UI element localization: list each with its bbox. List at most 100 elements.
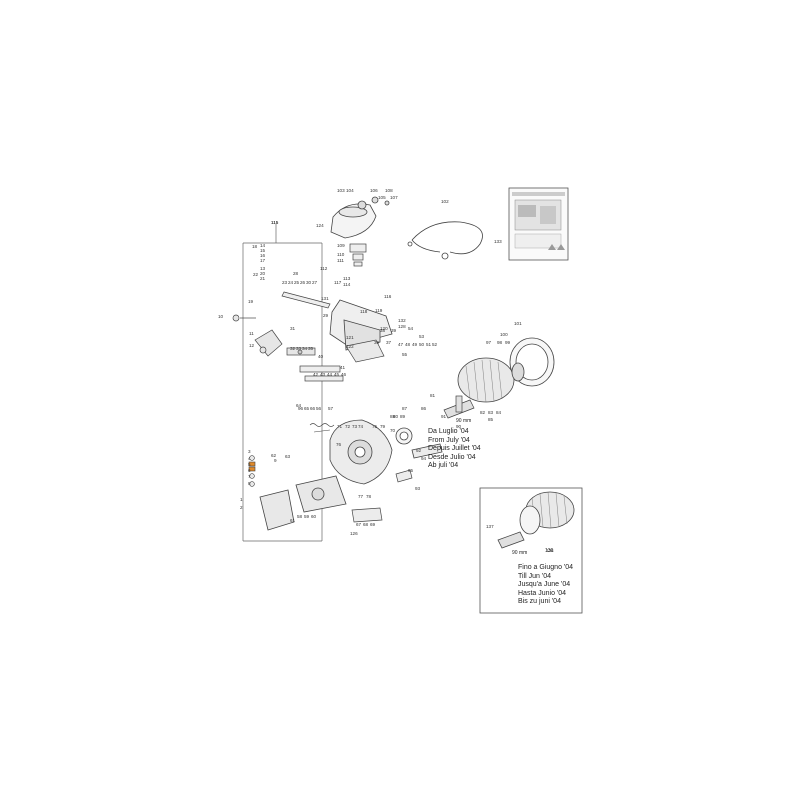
part-label: 42 — [313, 372, 319, 377]
part-label: 9 — [274, 458, 277, 463]
part-label: 83 — [488, 410, 494, 415]
part-label: 7 — [248, 474, 251, 479]
note-line: Depuis Juillet '04 — [428, 445, 481, 453]
part-label: 98 — [497, 340, 503, 345]
small-fittings — [248, 455, 256, 487]
part-label: 37 — [386, 340, 392, 345]
part-label: 97 — [486, 340, 492, 345]
switch-parts — [349, 243, 367, 267]
part-label: 90 — [456, 424, 462, 429]
part-label: 17 — [260, 258, 266, 263]
part-label: 30 — [306, 280, 312, 285]
note-line: Till Jun '04 — [518, 572, 551, 580]
part-label: 25 — [294, 280, 300, 285]
part-label: 78 — [366, 494, 372, 499]
part-label: 26 — [300, 280, 306, 285]
note-line: Jusqu'a June '04 — [518, 581, 571, 589]
valve-spring — [309, 423, 335, 433]
part-label: 29 — [323, 313, 329, 318]
part-label: 60 — [311, 514, 317, 519]
part-label: 116 — [384, 294, 392, 299]
part-label: 114 — [343, 282, 351, 287]
pump-body — [259, 475, 347, 531]
part-label: 72 — [345, 424, 351, 429]
part-label: 134 — [546, 548, 554, 553]
note-line: Da Luglio '04 — [428, 428, 469, 435]
part-label: 44 — [327, 372, 333, 377]
part-label: 61 — [290, 518, 296, 523]
part-label: 111 — [337, 258, 344, 263]
part-label: 132 — [398, 318, 406, 323]
part-label: 40 — [318, 354, 324, 359]
part-label: 128 — [398, 324, 406, 329]
part-label: 85 — [488, 417, 494, 422]
part-label: 38 — [380, 328, 386, 333]
part-label: 10 — [218, 314, 224, 319]
part-label: 23 — [282, 280, 288, 285]
part-label: 105 — [378, 195, 386, 200]
part-label: 75 — [372, 424, 378, 429]
part-label: 3 — [248, 449, 251, 454]
part-label: 62 — [271, 453, 277, 458]
part-label: 103 — [337, 188, 345, 193]
part-label: 43 — [320, 372, 326, 377]
part-label: 118 — [360, 309, 368, 314]
part-label: 87 — [402, 406, 408, 411]
part-label: 50 — [419, 342, 425, 347]
part-label: 55 — [402, 352, 408, 357]
part-label: 65 — [304, 406, 310, 411]
part-label: 66 — [310, 406, 316, 411]
inset-frame — [479, 487, 583, 614]
part-label: 15 — [260, 248, 266, 253]
part-label: 80 — [393, 414, 399, 419]
part-label: 11 — [249, 331, 254, 336]
part-label: 35 — [308, 346, 314, 351]
power-cable — [407, 221, 483, 260]
part-label: 110 — [337, 252, 345, 257]
part-label: 109 — [337, 243, 345, 248]
kit-label: 115 — [271, 220, 279, 225]
part-label: 71 — [337, 424, 343, 429]
outlet-fitting — [351, 469, 413, 523]
rod-assembly — [281, 291, 344, 382]
part-label: 95 — [408, 468, 414, 473]
part-label: 86 — [421, 406, 427, 411]
pump-head — [329, 419, 443, 485]
part-label: 39 — [391, 328, 397, 333]
part-label: 102 — [441, 199, 449, 204]
motor-size-label: 90 mm — [456, 418, 472, 424]
part-label: 108 — [385, 188, 393, 193]
part-label: 21 — [260, 276, 266, 281]
part-label: 58 — [297, 514, 303, 519]
part-label: 59 — [304, 514, 310, 519]
part-label: 112 — [320, 266, 328, 271]
note-line: Fino a Giugno '04 — [518, 564, 574, 571]
inset-part-label: 136 — [545, 548, 554, 554]
part-label: 5 — [248, 462, 251, 467]
motor-assembly — [457, 337, 555, 403]
part-label: 117 — [334, 280, 342, 285]
part-label: 27 — [312, 280, 318, 285]
part-label: 51 — [426, 342, 432, 347]
part-label: 4 — [248, 456, 251, 461]
part-label: 53 — [419, 334, 425, 339]
motor-date-note: Da Luglio '04 From July '04 Depuis Juill… — [428, 428, 481, 471]
switch-box — [330, 196, 390, 239]
part-label: 99 — [505, 340, 511, 345]
motor-bracket — [329, 299, 393, 351]
part-label: 93 — [415, 486, 421, 491]
plate-122 — [345, 339, 385, 363]
part-label: 88 — [390, 414, 396, 419]
part-label: 101 — [514, 321, 522, 326]
part-label: 74 — [358, 424, 364, 429]
part-label: 120 — [380, 326, 388, 331]
part-label: 22 — [253, 272, 259, 277]
inset-motor — [497, 491, 575, 549]
valve-parts — [232, 314, 316, 357]
part-label: 115 — [271, 220, 279, 225]
part-label: 81 — [430, 393, 436, 398]
part-label: 69 — [370, 522, 376, 527]
note-line: Desde Julio '04 — [428, 453, 476, 461]
part-label: 119 — [375, 308, 383, 313]
